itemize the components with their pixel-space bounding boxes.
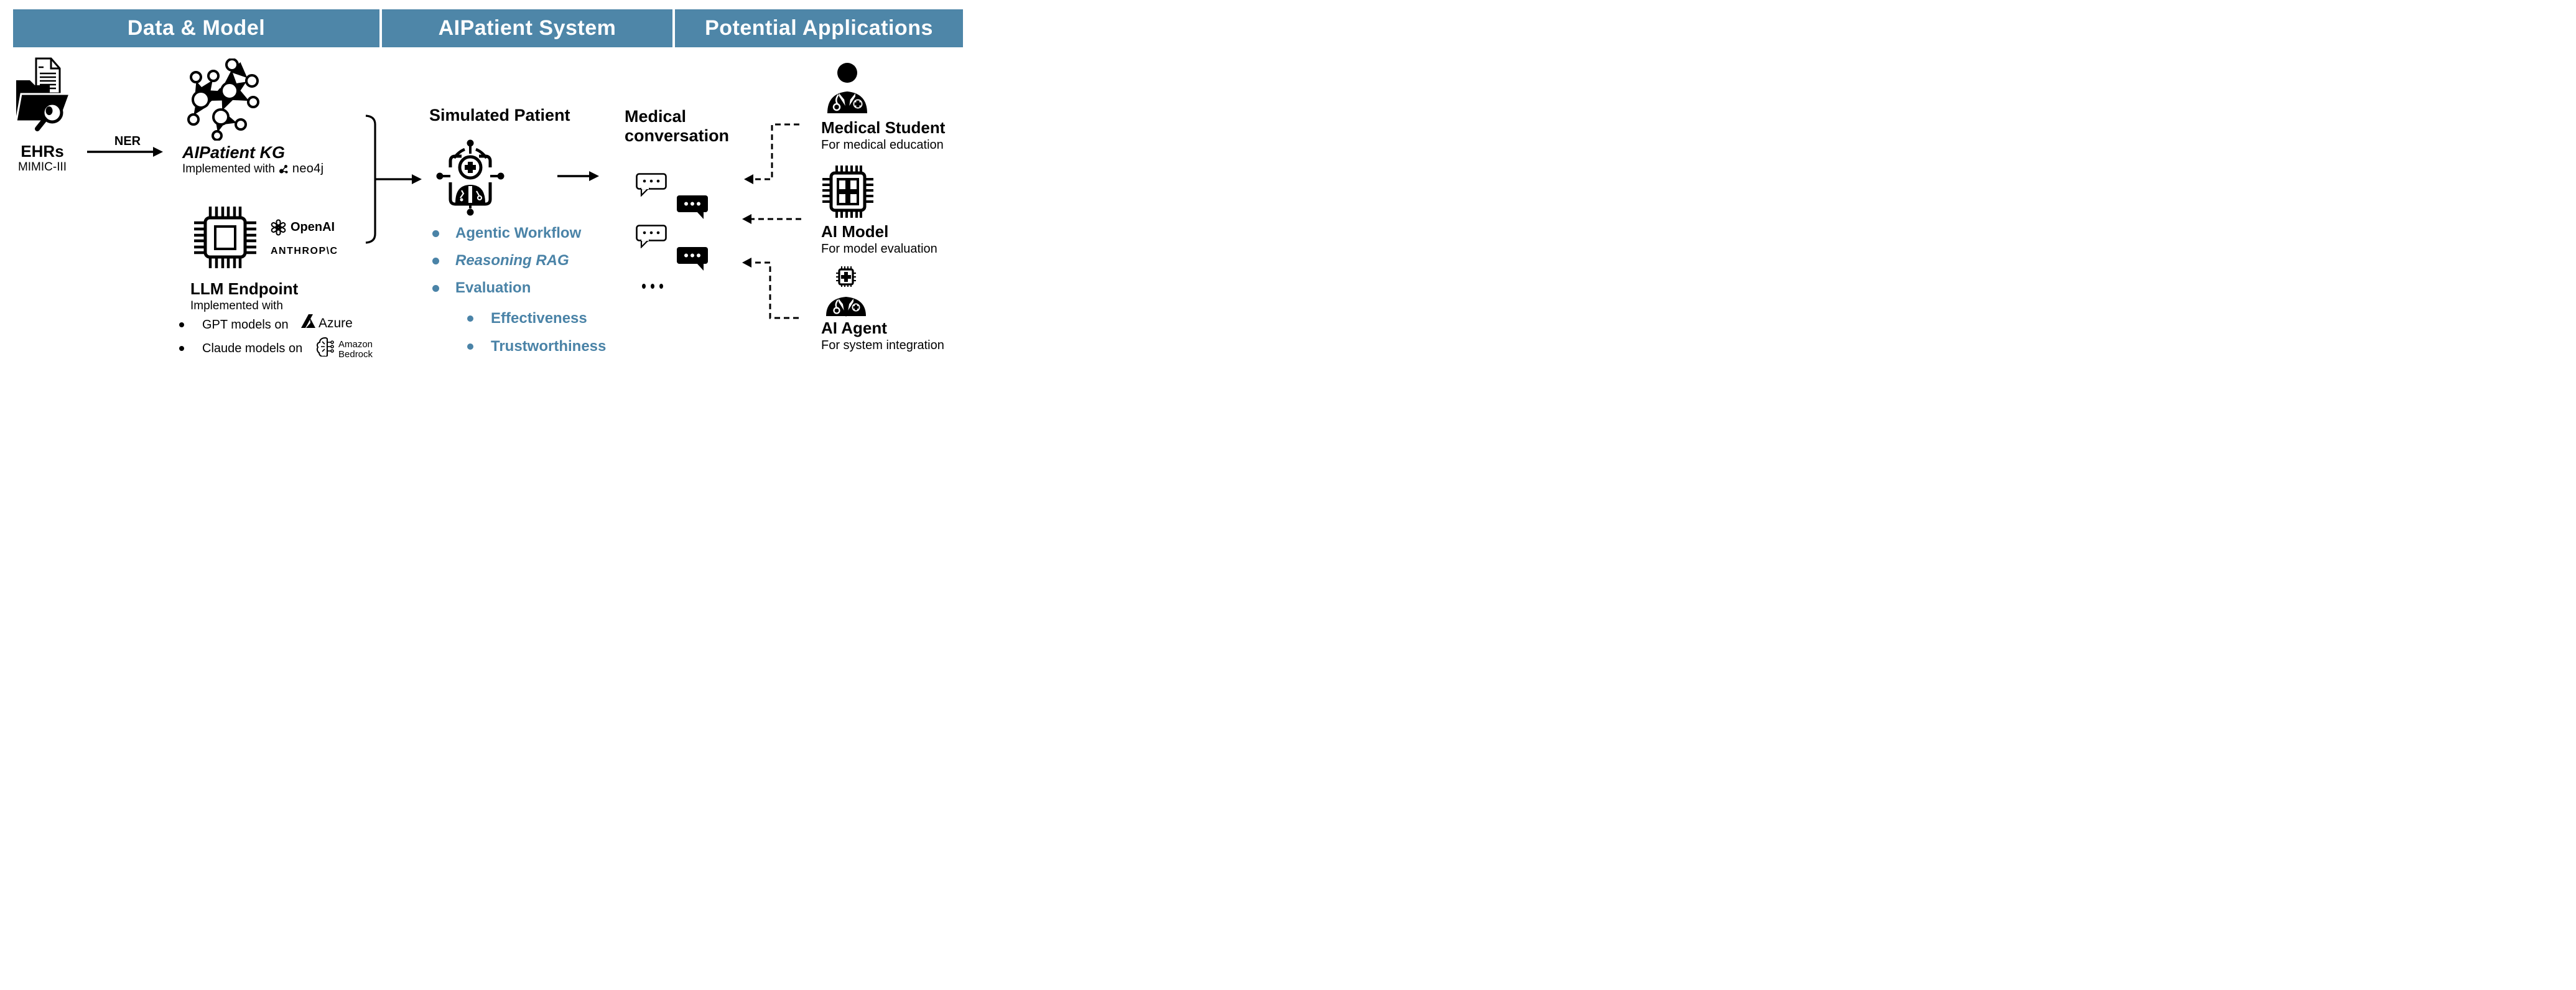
more-messages-ellipsis-icon	[641, 283, 664, 289]
ai-agent-connector	[742, 258, 799, 319]
openai-icon	[271, 219, 286, 236]
ehrs-dataset: MIMIC-III	[17, 161, 67, 174]
amazon-bedrock-icon	[316, 337, 334, 357]
sub-feature-bullet-dot	[467, 343, 473, 350]
connector-layer	[87, 114, 801, 319]
chat-bubble-outline-icon	[636, 173, 667, 197]
merge-bracket	[365, 114, 376, 244]
header-data-model: Data & Model	[13, 9, 379, 47]
deployment-gpt-text: GPT models on	[202, 318, 289, 332]
ai-model-connector	[742, 214, 801, 224]
aipatient-overview-diagram: Data & Model AIPatient System Potential …	[0, 0, 975, 375]
ehr-folder-icon	[15, 57, 72, 131]
simulated-patient-title: Simulated Patient	[429, 106, 570, 124]
feature-bullet-dot	[432, 285, 439, 292]
neo4j-icon	[279, 164, 288, 173]
medical-student-connector	[744, 123, 799, 184]
doctor-icon	[827, 63, 867, 113]
bedrock-label-line2: Bedrock	[338, 349, 373, 360]
openai-label: OpenAI	[291, 220, 335, 234]
aspect-effectiveness: Effectiveness	[491, 310, 587, 327]
llm-chip-icon	[194, 207, 256, 268]
kg-impl-text: Implemented with	[182, 162, 275, 175]
neo4j-label: neo4j	[292, 162, 324, 175]
simulated-patient-icon	[436, 139, 505, 216]
feature-bullet-dot	[432, 230, 439, 237]
ehrs-title: EHRs	[21, 142, 64, 161]
feature-reasoning-rag: Reasoning RAG	[455, 252, 569, 269]
ner-arrow	[87, 147, 163, 157]
knowledge-graph-icon	[187, 58, 259, 141]
llm-title: LLM Endpoint	[190, 279, 299, 298]
header-aipatient-system-label: AIPatient System	[438, 16, 616, 40]
ai-agent-icon	[826, 266, 866, 317]
feature-agentic-workflow: Agentic Workflow	[455, 225, 582, 241]
ai-model-chip-icon	[822, 166, 873, 218]
feature-bullet-dot	[432, 258, 439, 264]
deployment-claude-text: Claude models on	[202, 342, 303, 355]
llm-impl-text: Implemented with	[190, 299, 283, 312]
header-aipatient-system: AIPatient System	[382, 9, 672, 47]
conversation-title-line1: Medical	[625, 107, 687, 126]
anthropic-label: ANTHROP\C	[271, 246, 338, 256]
application-title: AI Model	[821, 222, 889, 241]
header-data-model-label: Data & Model	[127, 16, 266, 40]
deployment-bullet-dot	[179, 322, 184, 327]
kg-title: AIPatient KG	[182, 143, 286, 162]
patient-to-conversation-arrow	[557, 171, 599, 181]
kg-implementation: Implemented with neo4j	[182, 162, 323, 176]
conversation-title-line2: conversation	[625, 126, 730, 145]
header-potential-applications-label: Potential Applications	[705, 16, 933, 40]
azure-icon	[301, 314, 315, 328]
application-title: Medical Student	[821, 118, 946, 137]
application-subtitle: For system integration	[821, 339, 944, 352]
application-title: AI Agent	[821, 319, 887, 337]
sub-feature-bullet-dot	[467, 315, 473, 322]
provider-openai: OpenAI	[270, 219, 335, 236]
feature-evaluation: Evaluation	[455, 279, 531, 296]
header-potential-applications: Potential Applications	[675, 9, 963, 47]
chat-bubble-filled-icon	[677, 247, 708, 271]
deployment-bullet-dot	[179, 346, 184, 351]
bedrock-label-line1: Amazon	[338, 339, 373, 350]
chat-bubble-outline-icon	[636, 225, 667, 248]
azure-label: Azure	[319, 316, 353, 330]
application-subtitle: For model evaluation	[821, 242, 937, 256]
aspect-trustworthiness: Trustworthiness	[491, 338, 607, 355]
chat-bubble-filled-icon	[677, 195, 708, 219]
application-subtitle: For medical education	[821, 138, 944, 152]
ner-label: NER	[114, 134, 141, 148]
bracket-to-patient-arrow	[375, 174, 422, 184]
